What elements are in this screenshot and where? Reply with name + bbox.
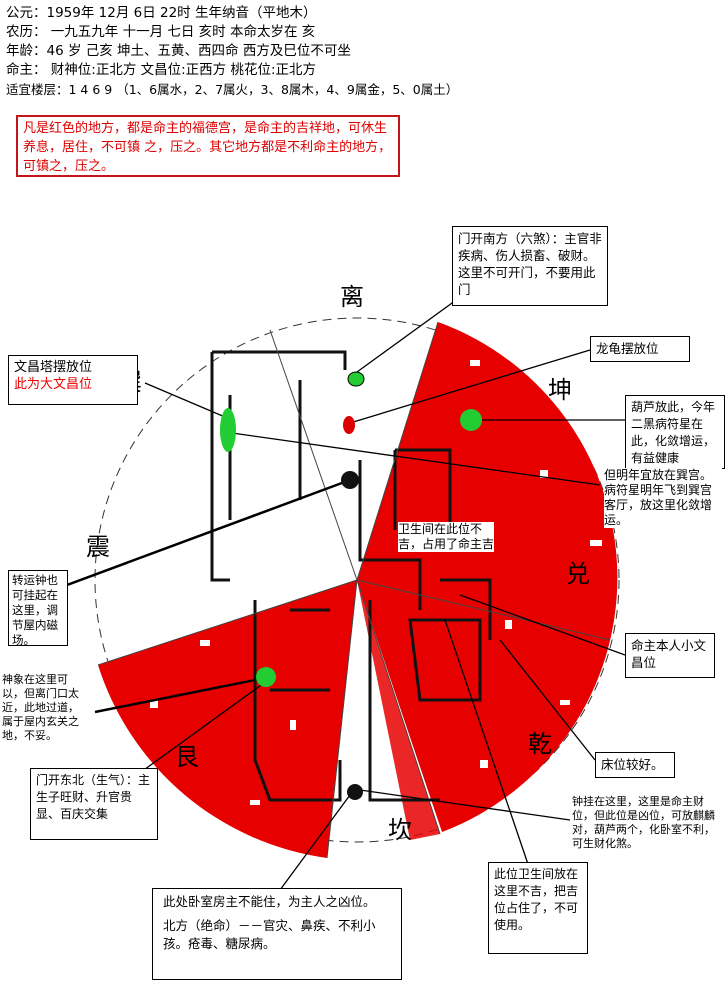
wenchang-marker	[220, 408, 236, 452]
dir-dui: 兑	[566, 560, 590, 588]
wenchang-big-label: 此为大文昌位	[14, 377, 93, 392]
note-bed: 床位较好。	[595, 752, 675, 778]
info-age: 年龄：46 岁 己亥 坤土、五黄、西四命 西方及巳位不可坐	[6, 43, 351, 59]
sector-lines	[97, 321, 611, 859]
bedroom-line-1: 此处卧室房主不能住，为主人之凶位。	[163, 894, 376, 909]
wenchang-tower-label: 文昌塔摆放位	[14, 360, 93, 375]
note-clock-right: 钟挂在这里，这里是命主财位，但此位是凶位，可放麒麟对，葫芦两个，化卧室不利，可生…	[572, 795, 722, 851]
info-lunar: 农历： 一九五九年 十一月 七日 亥时 本命太岁在 亥	[6, 24, 316, 40]
elephant-marker	[256, 667, 276, 687]
turtle-marker	[347, 371, 365, 387]
note-clock-left: 转运钟也可挂起在这里，调节屋内磁场。	[8, 570, 68, 647]
dir-qian: 乾	[528, 730, 552, 758]
note-south-door: 门开南方（六煞）：主官非疾病、伤人损畜、破财。这里不可开门，不要用此门	[452, 226, 608, 306]
gourd-marker	[460, 409, 482, 431]
dir-zhen: 震	[86, 533, 110, 561]
note-bedroom: 此处卧室房主不能住，为主人之凶位。 北方（绝命）－－官灾、鼻疾、不利小孩。疮毒、…	[152, 888, 402, 980]
note-elephant: 神象在这里可以，但离门口太近，此地过道，属于屋内玄关之地，不妥。	[2, 673, 84, 743]
floor-plan	[210, 350, 492, 802]
note-owner-wenchang: 命主本人小文昌位	[625, 633, 715, 678]
dir-kan: 坎	[388, 816, 412, 844]
note-northeast-door: 门开东北（生气）：主生子旺财、升官贵显、百庆交集	[30, 768, 158, 840]
auspicious-warning: 凡是红色的地方，都是命主的福德宫，是命主的吉祥地，可休生养息，居住，不可镇 之，…	[16, 115, 400, 177]
note-toilet-bottom: 此位卫生间放在这里不吉，把吉位占住了，不可使用。	[488, 862, 588, 954]
note-toilet-center: 卫生间在此位不吉，占用了命主吉	[398, 522, 495, 552]
info-owner: 命主： 财神位:正北方 文昌位:正西方 桃花位:正北方	[6, 62, 317, 78]
red-marker	[343, 416, 355, 434]
note-turtle: 龙龟摆放位	[590, 336, 690, 362]
info-gregorian: 公元：1959年 12月 6日 22时 生年纳音（平地木）	[6, 5, 317, 21]
clock-marker	[341, 471, 359, 489]
dir-gen: 艮	[175, 743, 199, 771]
compass-circle	[94, 317, 620, 843]
sector-gen	[98, 580, 357, 858]
sector-speckles	[150, 360, 602, 805]
info-floors: 适宜楼层：1 4 6 9 （1、6属水，2、7属火，3、8属木，4、9属金，5、…	[6, 82, 459, 97]
note-gourd: 葫芦放此，今年二黑病符星在此，化敛增运，有益健康	[625, 395, 725, 469]
bedroom-line-2: 北方（绝命）－－官灾、鼻疾、不利小孩。疮毒、糖尿病。	[163, 918, 376, 951]
note-wenchang: 文昌塔摆放位 此为大文昌位	[8, 355, 138, 405]
dir-li: 离	[340, 283, 364, 311]
south-clock-marker	[347, 784, 363, 800]
leader-lines	[39, 289, 626, 891]
note-next-year: 但明年宜放在巽宫。病符星明年飞到巽宫客厅，放这里化敛增运。	[604, 468, 722, 528]
dir-kun: 坤	[548, 376, 572, 404]
